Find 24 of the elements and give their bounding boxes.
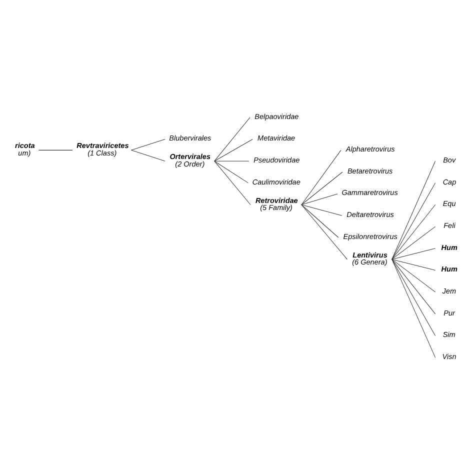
connector bbox=[214, 116, 250, 161]
connector bbox=[301, 193, 338, 205]
connector bbox=[301, 204, 339, 238]
connector bbox=[214, 160, 251, 205]
connector bbox=[130, 149, 166, 161]
connector bbox=[214, 160, 248, 183]
connector bbox=[130, 138, 166, 150]
connector bbox=[301, 204, 342, 216]
connector bbox=[392, 258, 436, 292]
connector bbox=[214, 160, 250, 161]
connector bbox=[392, 160, 436, 260]
connector bbox=[214, 138, 253, 161]
connector bbox=[392, 258, 436, 336]
connector bbox=[392, 182, 436, 260]
connector bbox=[392, 258, 436, 358]
connector bbox=[392, 248, 436, 260]
connector bbox=[301, 204, 348, 260]
connector bbox=[301, 171, 343, 205]
connector bbox=[392, 226, 436, 260]
connector bbox=[301, 149, 342, 205]
connector bbox=[38, 149, 73, 150]
connector bbox=[392, 258, 436, 270]
connector bbox=[392, 204, 436, 260]
connector bbox=[392, 258, 436, 314]
